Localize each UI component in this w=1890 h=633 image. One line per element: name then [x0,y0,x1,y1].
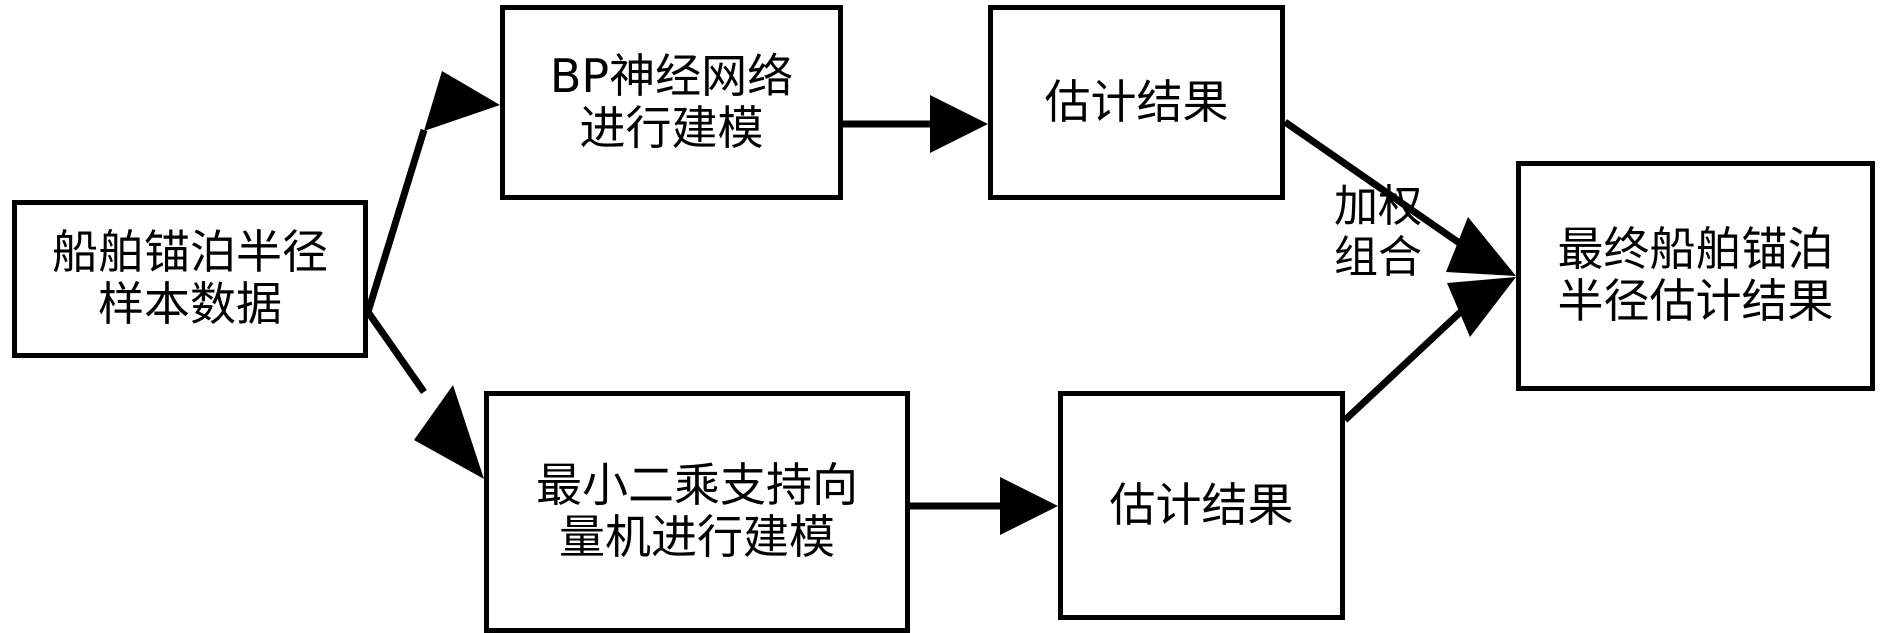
node-lssvm-model-label: 最小二乘支持向 量机进行建模 [536,458,858,564]
node-bp-neural-network[interactable]: BP神经网络 进行建模 [500,5,843,200]
edge-bp-to-estimate-top [843,95,988,153]
arrowhead-icon [1446,217,1516,276]
arrowhead-icon [414,385,484,479]
node-bp-neural-network-label: BP神经网络 进行建模 [549,48,794,155]
node-final-estimate-result-label: 最终船舶锚泊 半径估计结果 [1557,222,1834,328]
edge-sample-to-bp [364,71,500,314]
edge-estimate-bottom-to-final [1342,277,1516,423]
node-sample-data[interactable]: 船舶锚泊半径 样本数据 [12,200,368,358]
edge-sample-to-lssvm [365,309,484,479]
edge-label-weighted-combination: 加权 组合 [1334,181,1422,283]
edge-lssvm-to-estimate-bottom [910,477,1058,535]
arrowhead-icon [1447,277,1516,337]
node-final-estimate-result[interactable]: 最终船舶锚泊 半径估计结果 [1516,161,1875,391]
edge-estimate-top-to-final [1283,119,1516,276]
node-lssvm-model[interactable]: 最小二乘支持向 量机进行建模 [484,391,910,633]
node-estimate-result-bottom-label: 估计结果 [1109,477,1294,532]
arrowhead-icon [930,95,988,153]
node-estimate-result-top[interactable]: 估计结果 [988,5,1285,200]
node-estimate-result-bottom[interactable]: 估计结果 [1058,391,1345,620]
node-estimate-result-top-label: 估计结果 [1044,74,1229,129]
arrowhead-icon [424,71,500,131]
arrowhead-icon [1000,477,1058,535]
node-sample-data-label: 船舶锚泊半径 样本数据 [52,225,328,331]
